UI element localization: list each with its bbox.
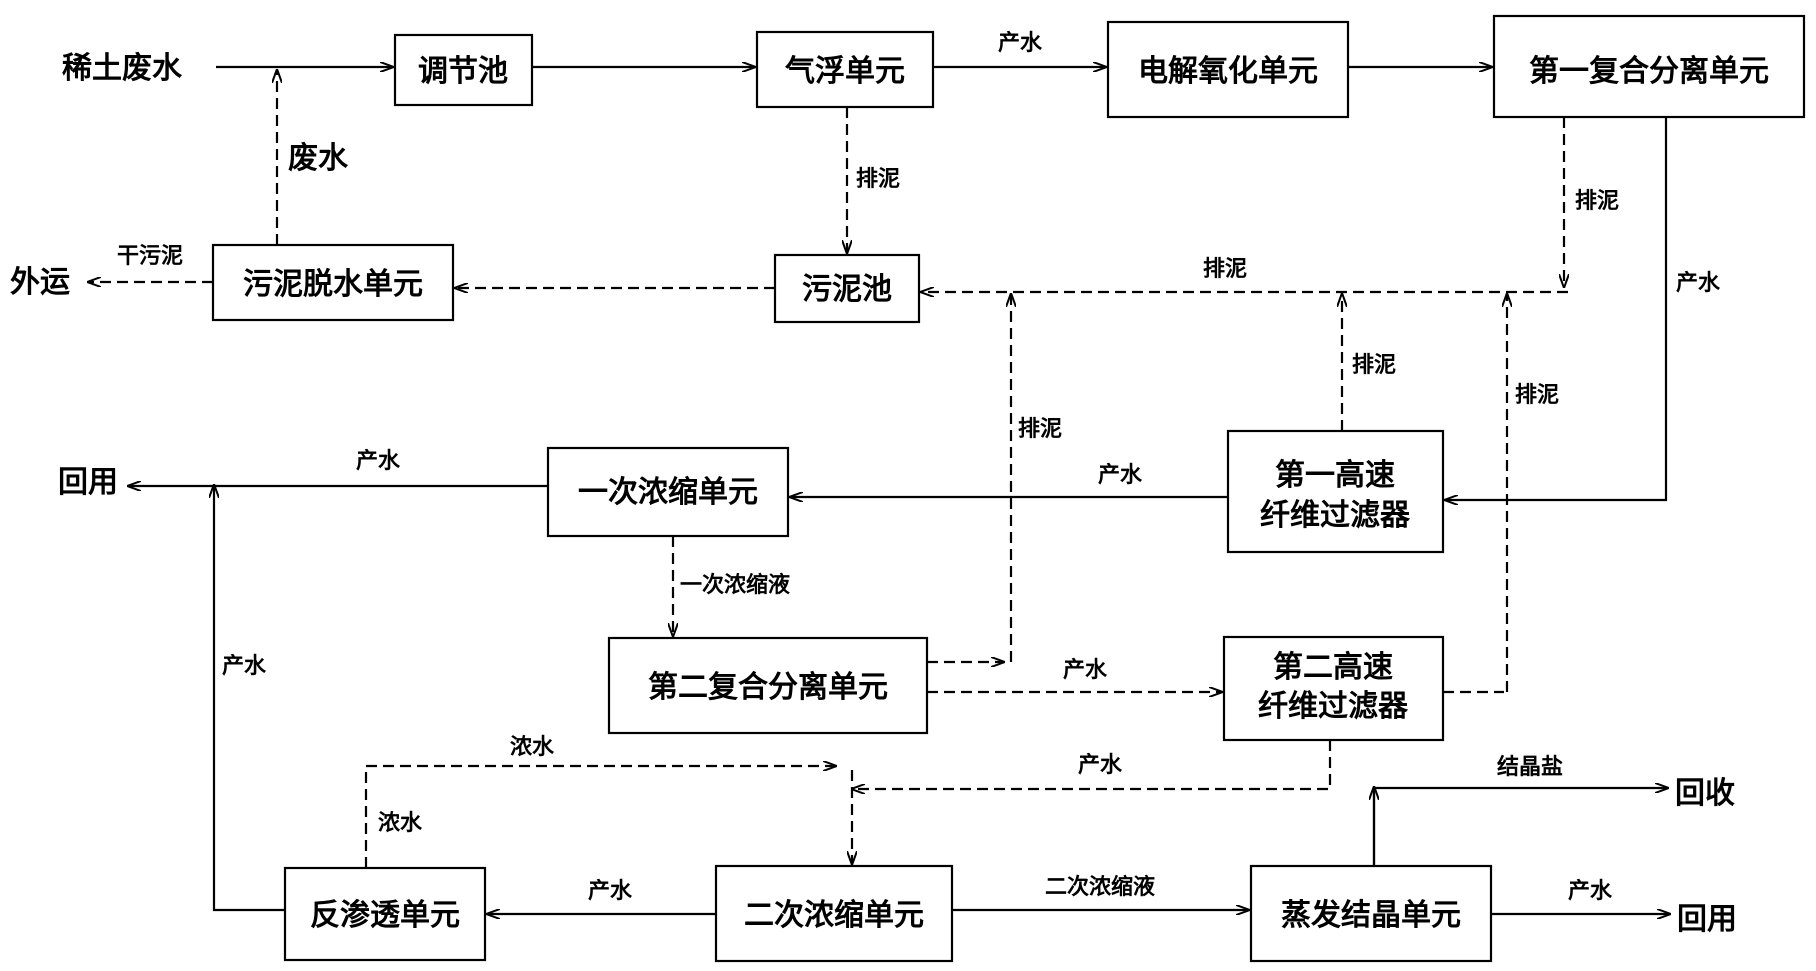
evaporation-crystallization-label: 蒸发结晶单元 bbox=[1281, 898, 1461, 933]
label-separation-product-water: 产水 bbox=[1676, 271, 1721, 296]
arrow-crystal-salt-to-recover bbox=[1372, 788, 1668, 866]
label-ro-product-water: 产水 bbox=[222, 654, 267, 679]
sludge-dewatering-label: 污泥脱水单元 bbox=[243, 267, 423, 302]
adjust-tank-box: 调节池 bbox=[393, 33, 534, 107]
arrow-ro-product-water-to-reuse bbox=[214, 485, 285, 912]
air-flotation-label: 气浮单元 bbox=[785, 54, 905, 89]
reverse-osmosis-label: 反渗透单元 bbox=[310, 898, 460, 933]
label-second-concentration-product-water: 产水 bbox=[588, 879, 633, 904]
label-fiber-filter-product-water: 产水 bbox=[1098, 463, 1143, 488]
evaporation-crystallization-box: 蒸发结晶单元 bbox=[1249, 864, 1493, 963]
first-concentration-box: 一次浓缩单元 bbox=[546, 446, 790, 538]
label-concentrated-water-horizontal: 浓水 bbox=[510, 735, 555, 760]
first-fiber-filter-label-1: 第一高速 bbox=[1275, 458, 1395, 493]
label-fiber-filter-sludge: 排泥 bbox=[1352, 353, 1396, 378]
label-secondary-concentrate: 二次浓缩液 bbox=[1045, 874, 1155, 900]
first-concentration-label: 一次浓缩单元 bbox=[578, 475, 758, 510]
label-wastewater: 废水 bbox=[288, 141, 349, 176]
second-fiber-filter-box: 第二高速 纤维过滤器 bbox=[1222, 635, 1445, 742]
arrow-second-fiber-filter-product-water bbox=[852, 740, 1332, 789]
second-concentration-box: 二次浓缩单元 bbox=[714, 864, 954, 963]
second-composite-separation-label: 第二复合分离单元 bbox=[648, 670, 888, 705]
sludge-tank-label: 污泥池 bbox=[802, 272, 892, 307]
label-separation-sludge: 排泥 bbox=[1575, 189, 1619, 214]
label-flotation-sludge: 排泥 bbox=[856, 167, 900, 192]
adjust-tank-label: 调节池 bbox=[418, 54, 508, 89]
electrolytic-oxidation-label: 电解氧化单元 bbox=[1138, 54, 1318, 89]
label-collector-sludge: 排泥 bbox=[1203, 257, 1247, 282]
air-flotation-box: 气浮单元 bbox=[755, 30, 935, 109]
label-flotation-product-water: 产水 bbox=[998, 31, 1043, 56]
recover-text: 回收 bbox=[1675, 776, 1735, 811]
arrow-ro-concentrated-water bbox=[364, 766, 836, 868]
first-composite-separation-label: 第一复合分离单元 bbox=[1529, 54, 1769, 89]
second-fiber-filter-label-1: 第二高速 bbox=[1273, 650, 1393, 685]
label-second-separation-product-water: 产水 bbox=[1063, 658, 1108, 683]
reuse-top-text: 回用 bbox=[58, 465, 118, 500]
label-second-separation-sludge: 排泥 bbox=[1018, 417, 1062, 442]
sludge-dewatering-box: 污泥脱水单元 bbox=[211, 243, 455, 322]
label-primary-concentrate: 一次浓缩液 bbox=[680, 572, 790, 598]
label-evaporation-product-water: 产水 bbox=[1568, 879, 1613, 904]
second-composite-separation-box: 第二复合分离单元 bbox=[607, 636, 929, 735]
rare-earth-wastewater-text: 稀土废水 bbox=[62, 51, 183, 86]
reverse-osmosis-box: 反渗透单元 bbox=[283, 866, 487, 962]
first-composite-separation-box: 第一复合分离单元 bbox=[1492, 14, 1806, 119]
label-second-fiber-filter-product-water: 产水 bbox=[1078, 753, 1123, 778]
sludge-tank-box: 污泥池 bbox=[773, 253, 921, 324]
label-dry-sludge: 干污泥 bbox=[117, 244, 183, 269]
first-fiber-filter-label-2: 纤维过滤器 bbox=[1260, 498, 1411, 533]
electrolytic-oxidation-box: 电解氧化单元 bbox=[1106, 20, 1350, 119]
second-concentration-label: 二次浓缩单元 bbox=[744, 898, 924, 933]
second-fiber-filter-label-2: 纤维过滤器 bbox=[1258, 689, 1409, 724]
label-concentration-product-water: 产水 bbox=[356, 449, 401, 474]
reuse-bottom-text: 回用 bbox=[1677, 902, 1737, 937]
label-crystal-salt: 结晶盐 bbox=[1497, 754, 1563, 780]
arrow-separation-to-fiber-filter bbox=[1445, 117, 1668, 500]
transport-out-text: 外运 bbox=[10, 265, 70, 300]
first-fiber-filter-box: 第一高速 纤维过滤器 bbox=[1226, 429, 1445, 554]
label-second-fiber-filter-sludge: 排泥 bbox=[1515, 383, 1559, 408]
label-concentrated-water-vertical: 浓水 bbox=[378, 811, 423, 836]
